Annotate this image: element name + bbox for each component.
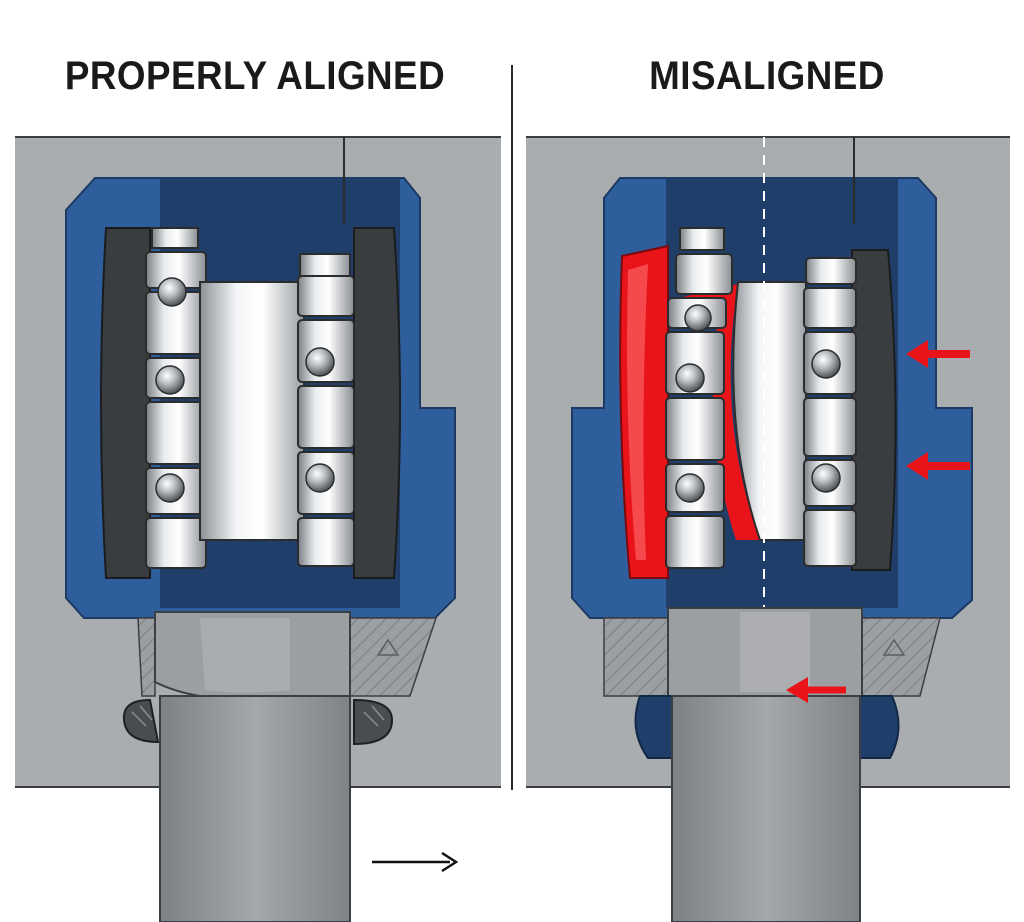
ball <box>155 365 185 395</box>
force-arrow-icon <box>786 677 846 703</box>
inner-race-hub <box>199 281 305 541</box>
ball <box>811 349 841 379</box>
rotation-arrow-icon <box>372 851 459 873</box>
shaft <box>671 695 861 922</box>
roller-column-right <box>803 257 857 567</box>
hatched-collar-left <box>603 617 669 697</box>
force-arrow-icon <box>906 452 970 480</box>
title-properly-aligned: PROPERLY ALIGNED <box>64 54 446 98</box>
ball <box>675 363 705 393</box>
seal-lip-right <box>859 695 900 759</box>
outer-race-right <box>353 227 401 579</box>
title-misaligned: MISALIGNED <box>649 54 885 98</box>
outer-race-left <box>100 227 151 579</box>
inner-race-hub <box>732 281 807 541</box>
ball <box>811 463 841 493</box>
ball <box>305 463 335 493</box>
ball <box>305 347 335 377</box>
force-arrow-icon <box>906 340 970 368</box>
left-panel <box>15 136 501 922</box>
roller-column-right <box>297 275 355 567</box>
roller-column-left <box>665 253 733 569</box>
ball <box>675 473 705 503</box>
ball <box>155 473 185 503</box>
ball <box>684 304 712 332</box>
outer-race-right <box>851 249 897 571</box>
seal-lip-left <box>634 695 673 759</box>
right-panel <box>526 136 1010 922</box>
ball <box>157 277 187 307</box>
shaft <box>159 695 351 922</box>
roller-column-left <box>145 251 207 569</box>
